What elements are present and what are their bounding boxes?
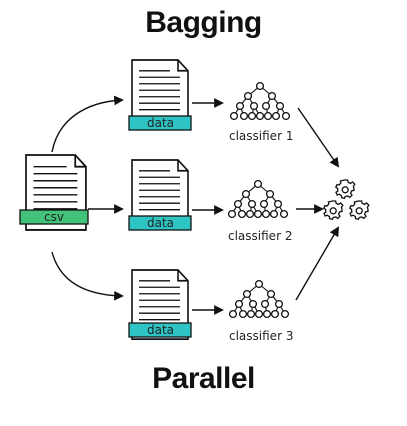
subset-2: data [128, 159, 192, 231]
data-tag: data [147, 116, 174, 130]
subset-3: data [128, 269, 192, 340]
arrow-icon [51, 95, 124, 153]
classifier-label: classifier 2 [228, 229, 292, 243]
diagram-title: Bagging [145, 6, 262, 39]
data-tag: data [147, 323, 174, 337]
data-tag: data [147, 216, 174, 230]
diagram-footer-title: Parallel [152, 362, 255, 395]
classifier-label: classifier 3 [229, 329, 293, 343]
classifier-label: classifier 1 [229, 129, 293, 143]
tree-icon [227, 179, 289, 219]
arrow-icon [51, 251, 124, 301]
arrow-icon [295, 226, 339, 301]
csv-tag: csv [44, 210, 64, 224]
subset-1: data [128, 59, 192, 131]
tree-icon [228, 279, 290, 319]
arrow-icon [297, 107, 340, 168]
tree-icon [229, 81, 291, 121]
gears-icon [323, 179, 370, 221]
csv-document-icon: csv [19, 154, 89, 231]
